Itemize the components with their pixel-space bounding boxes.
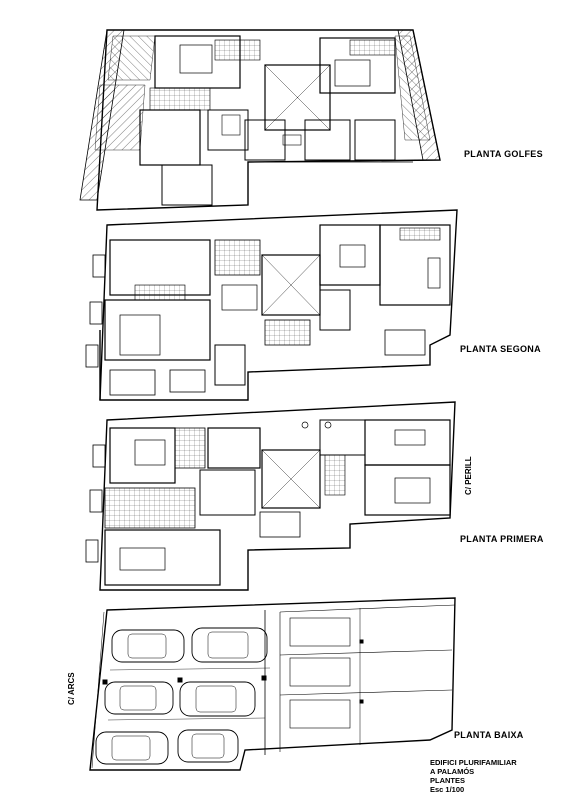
car-icon <box>191 627 268 663</box>
street-label-perill: C/ PERILL <box>464 456 473 495</box>
floor-label-baixa: PLANTA BAIXA <box>454 730 524 740</box>
floor-label-primera: PLANTA PRIMERA <box>460 534 544 544</box>
car-icon <box>111 629 185 663</box>
street-label-arcs: C/ ARCS <box>67 672 76 705</box>
plan-primera <box>85 401 456 591</box>
car-icon <box>177 729 239 763</box>
title-block: EDIFICI PLURIFAMILIAR A PALAMÓS PLANTES … <box>430 758 517 794</box>
plan-golfes <box>79 29 441 211</box>
plan-segona <box>85 209 458 401</box>
title-line-3: PLANTES <box>430 776 466 785</box>
floor-label-segona: PLANTA SEGONA <box>460 344 541 354</box>
title-line-1: EDIFICI PLURIFAMILIAR <box>430 758 517 767</box>
car-icon <box>179 681 256 717</box>
title-scale: Esc 1/100 <box>430 785 465 794</box>
title-line-2: A PALAMÓS <box>430 767 475 776</box>
car-icon <box>95 731 169 765</box>
car-icon <box>104 681 174 715</box>
floor-label-golfes: PLANTA GOLFES <box>464 149 543 159</box>
plan-baixa <box>89 597 456 771</box>
